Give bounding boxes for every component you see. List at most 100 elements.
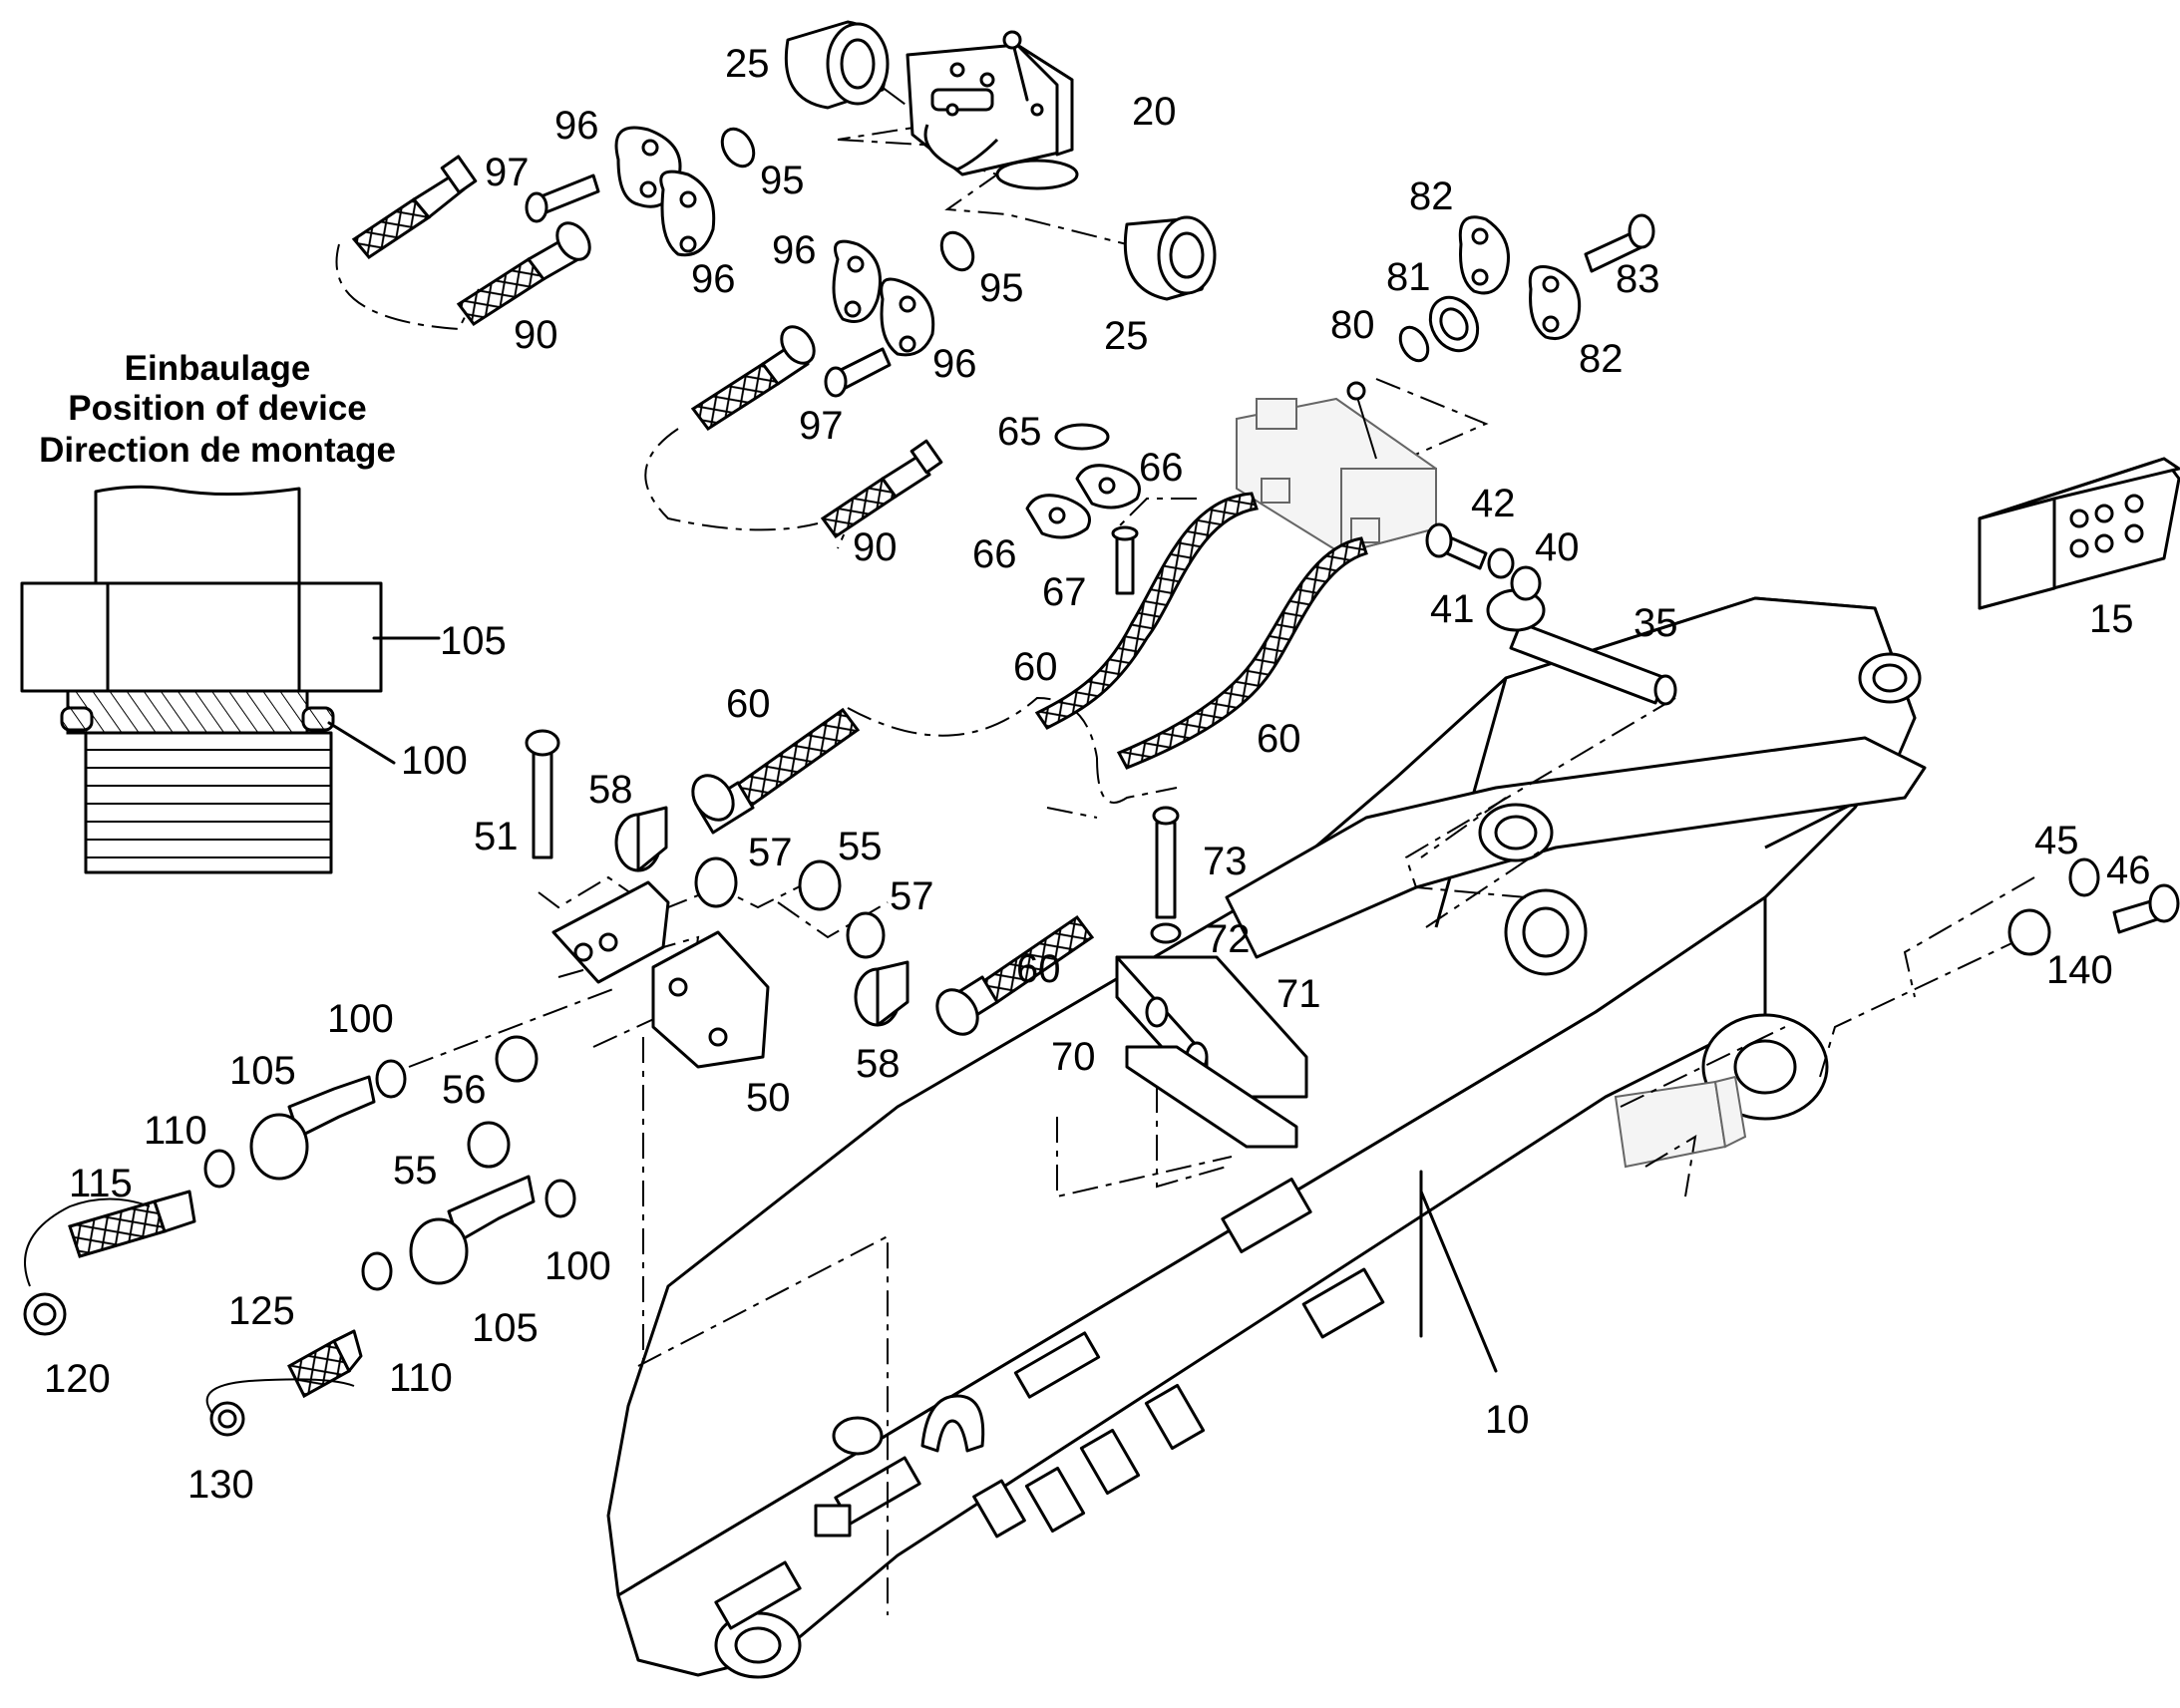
- coupling-115: [68, 1190, 196, 1258]
- label-90-lower: 90: [853, 525, 898, 569]
- valve-block-20: [906, 30, 1079, 190]
- valve-block-15: [1978, 457, 2180, 610]
- oring-80: [1398, 325, 1430, 363]
- boom-upper-flange: [1225, 736, 1927, 959]
- hose-60-lower: [935, 914, 1095, 1036]
- plate-70: [1125, 1045, 1298, 1149]
- plug-140: [2007, 908, 2051, 956]
- label-96-top: 96: [554, 104, 599, 148]
- detail-hatched-seat: [66, 689, 309, 735]
- label-50: 50: [746, 1076, 791, 1120]
- screw-97-upper: [525, 173, 600, 223]
- label-105-lower: 105: [472, 1306, 539, 1350]
- label-83: 83: [1616, 257, 1660, 301]
- screw-97-lower: [824, 347, 892, 398]
- adapter-56: [495, 1035, 539, 1083]
- label-10: 10: [1485, 1398, 1530, 1442]
- label-115: 115: [69, 1162, 133, 1205]
- bolt-46: [2112, 883, 2180, 934]
- detail-seal-right: [301, 706, 335, 732]
- label-51: 51: [474, 815, 519, 858]
- label-20: 20: [1132, 90, 1177, 134]
- oring-65: [1054, 423, 1110, 451]
- flange-halves-96-lower: [832, 239, 935, 357]
- hose-fitting-90-d: [820, 439, 943, 539]
- boom-plate-a: [1301, 1267, 1385, 1339]
- label-80: 80: [1330, 303, 1375, 347]
- screw-67: [1111, 525, 1139, 595]
- dust-cap-120: [23, 1197, 151, 1336]
- detail-hex-nut: [20, 581, 383, 693]
- screw-51: [525, 729, 560, 859]
- label-125: 125: [228, 1289, 295, 1333]
- pin-35: [1486, 588, 1677, 706]
- adapter-57-upper: [694, 856, 738, 908]
- label-45: 45: [2034, 819, 2079, 862]
- label-97-lower: 97: [799, 404, 844, 448]
- label-95-upper: 95: [760, 159, 805, 202]
- oring-95-upper: [720, 127, 756, 169]
- label-56: 56: [442, 1068, 487, 1112]
- hose-fitting-90-c: [690, 325, 816, 432]
- valve-block-mid: [1236, 381, 1437, 555]
- adapter-55-lower: [467, 1121, 511, 1169]
- coupling-105-upper: [249, 1075, 376, 1181]
- flange-halves-82: [1458, 215, 1582, 340]
- washer-110-lower: [361, 1251, 393, 1291]
- label-120: 120: [44, 1357, 111, 1401]
- install-note-line1: Einbaulage: [125, 349, 311, 388]
- detail-seal-left: [60, 706, 94, 732]
- flange-halves-66: [1025, 464, 1141, 539]
- flange-halves-96-upper: [614, 126, 716, 257]
- label-95-lower: 95: [979, 266, 1024, 310]
- label-57-upper: 57: [748, 831, 793, 874]
- label-82-upper: 82: [1409, 174, 1454, 218]
- washer-100-lower: [545, 1179, 576, 1218]
- label-35: 35: [1634, 601, 1678, 645]
- label-100-upper: 100: [327, 997, 394, 1041]
- install-note-line2: Position of device: [68, 389, 367, 428]
- label-110-lower: 110: [389, 1356, 453, 1400]
- adapter-57-lower: [846, 911, 886, 959]
- leader-lines: [1419, 1190, 1498, 1373]
- label-66-right: 66: [1139, 446, 1184, 490]
- bolt-73: [1152, 806, 1180, 919]
- coupling-105-lower: [409, 1175, 536, 1285]
- label-41: 41: [1430, 587, 1475, 631]
- hose-fitting-90-b: [456, 221, 591, 327]
- coupling-125: [287, 1329, 363, 1399]
- label-96-mid: 96: [691, 257, 736, 301]
- label-15: 15: [2089, 597, 2134, 641]
- label-140: 140: [2046, 948, 2113, 992]
- screw-42: [1425, 522, 1488, 570]
- hose-60-upper-pair: [1034, 492, 1368, 770]
- label-100-lower: 100: [545, 1244, 611, 1288]
- roller-25-lower: [1123, 215, 1217, 301]
- detail-pipe-body: [94, 485, 301, 585]
- label-25-lower: 25: [1104, 314, 1149, 358]
- part-labels: 25 20 96 97 95 96 96 95 90 25 96 97 90 8…: [44, 42, 2151, 1507]
- label-40: 40: [1535, 525, 1580, 569]
- washer-100-upper: [375, 1059, 407, 1099]
- label-55-lower: 55: [393, 1149, 438, 1193]
- hose-fitting-90-a: [351, 155, 478, 259]
- adapter-58-lower: [854, 960, 909, 1027]
- label-110-upper: 110: [144, 1109, 207, 1153]
- label-105-upper: 105: [229, 1049, 296, 1093]
- label-60-upper: 60: [1013, 645, 1058, 689]
- adapter-58-upper: [614, 806, 668, 872]
- label-96-lower: 96: [932, 342, 977, 386]
- boom-mounted-valve-ghost: [1614, 1075, 1747, 1169]
- washer-45: [2068, 857, 2100, 897]
- label-60-lower: 60: [1016, 947, 1061, 991]
- label-96-mid-left: 96: [772, 228, 817, 272]
- hose-60-left: [691, 707, 861, 835]
- oring-95-lower: [939, 230, 975, 272]
- boom-hook: [920, 1394, 985, 1453]
- label-60-left: 60: [726, 682, 771, 726]
- label-81: 81: [1386, 255, 1431, 299]
- label-100-detail: 100: [401, 739, 468, 783]
- washer-72: [1150, 922, 1182, 944]
- label-67: 67: [1042, 570, 1087, 614]
- detail-thread-lines: [86, 749, 331, 858]
